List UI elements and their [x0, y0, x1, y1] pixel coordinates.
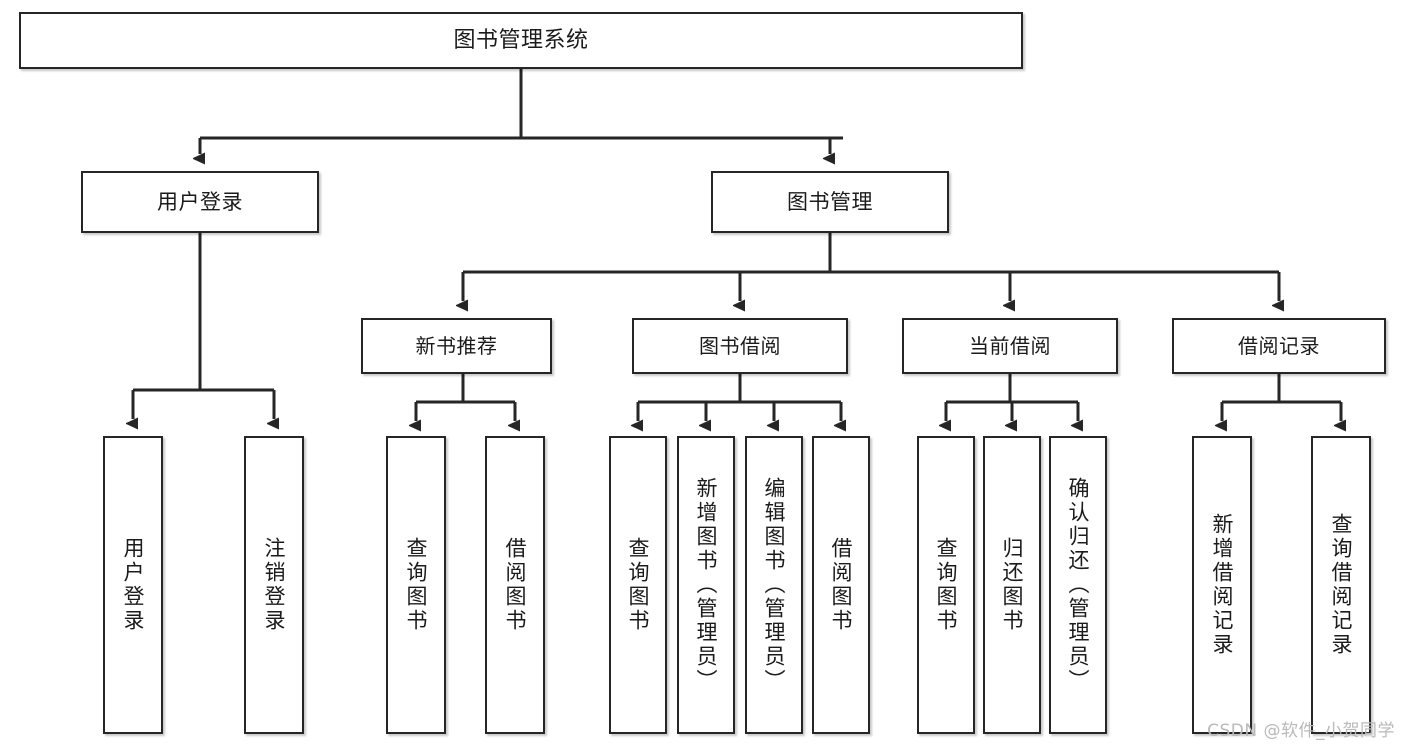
node-label: 借阅图书 [829, 537, 854, 633]
node-leaf-4-查询图书[interactable]: 查询图书 [609, 436, 667, 734]
node-level1-0-用户登录[interactable]: 用户登录 [81, 171, 319, 233]
node-label: 确认归还（管理员） [1066, 477, 1091, 693]
node-root-system[interactable]: 图书管理系统 [19, 12, 1023, 69]
node-label: 查询图书 [934, 537, 959, 633]
node-leaf-10-确认归还管理员[interactable]: 确认归还（管理员） [1049, 436, 1107, 734]
node-leaf-6-编辑图书管理员[interactable]: 编辑图书（管理员） [745, 436, 803, 734]
node-label: 借阅图书 [503, 537, 528, 633]
node-label: 借阅记录 [1238, 333, 1320, 358]
node-level1-1-图书管理[interactable]: 图书管理 [711, 171, 949, 233]
node-leaf-2-查询图书[interactable]: 查询图书 [386, 436, 446, 734]
node-label: 查询图书 [404, 537, 429, 633]
connector-login-to-leaves [133, 233, 274, 419]
node-level2-1-图书借阅[interactable]: 图书借阅 [632, 318, 848, 374]
node-label: 查询图书 [626, 537, 651, 633]
node-leaf-5-新增图书管理员[interactable]: 新增图书（管理员） [677, 436, 735, 734]
node-leaf-3-借阅图书[interactable]: 借阅图书 [485, 436, 545, 734]
node-leaf-9-归还图书[interactable]: 归还图书 [983, 436, 1041, 734]
node-leaf-11-新增借阅记录[interactable]: 新增借阅记录 [1192, 436, 1252, 734]
node-label: 图书管理系统 [453, 27, 589, 53]
node-level2-0-新书推荐[interactable]: 新书推荐 [361, 318, 552, 374]
connector-root-to-level1 [200, 69, 843, 154]
node-leaf-0-用户登录[interactable]: 用户登录 [103, 436, 163, 734]
node-label: 用户登录 [157, 189, 243, 214]
node-leaf-12-查询借阅记录[interactable]: 查询借阅记录 [1311, 436, 1371, 734]
watermark-text: CSDN @软件_小贺同学 [1207, 721, 1395, 741]
connector-borrow-to-leaves [638, 374, 841, 421]
node-label: 新增借阅记录 [1210, 513, 1235, 657]
node-leaf-7-借阅图书[interactable]: 借阅图书 [812, 436, 870, 734]
node-level2-2-当前借阅[interactable]: 当前借阅 [902, 318, 1118, 374]
node-level2-3-借阅记录[interactable]: 借阅记录 [1172, 318, 1386, 374]
node-label: 归还图书 [1000, 537, 1025, 633]
connector-current-to-leaves [946, 374, 1078, 421]
connector-records-to-leaves [1222, 374, 1341, 421]
node-label: 查询借阅记录 [1329, 513, 1354, 657]
node-label: 新增图书（管理员） [694, 477, 719, 693]
connector-newbooks-to-leaves [416, 374, 515, 421]
node-label: 注销登录 [262, 537, 287, 633]
node-leaf-8-查询图书[interactable]: 查询图书 [917, 436, 975, 734]
node-label: 图书管理 [787, 189, 873, 214]
node-label: 编辑图书（管理员） [762, 477, 787, 693]
node-leaf-1-注销登录[interactable]: 注销登录 [244, 436, 304, 734]
node-label: 当前借阅 [969, 333, 1051, 358]
connector-books-to-level2 [463, 233, 1279, 301]
node-label: 新书推荐 [415, 333, 498, 358]
node-label: 用户登录 [121, 537, 146, 633]
node-label: 图书借阅 [699, 333, 781, 358]
